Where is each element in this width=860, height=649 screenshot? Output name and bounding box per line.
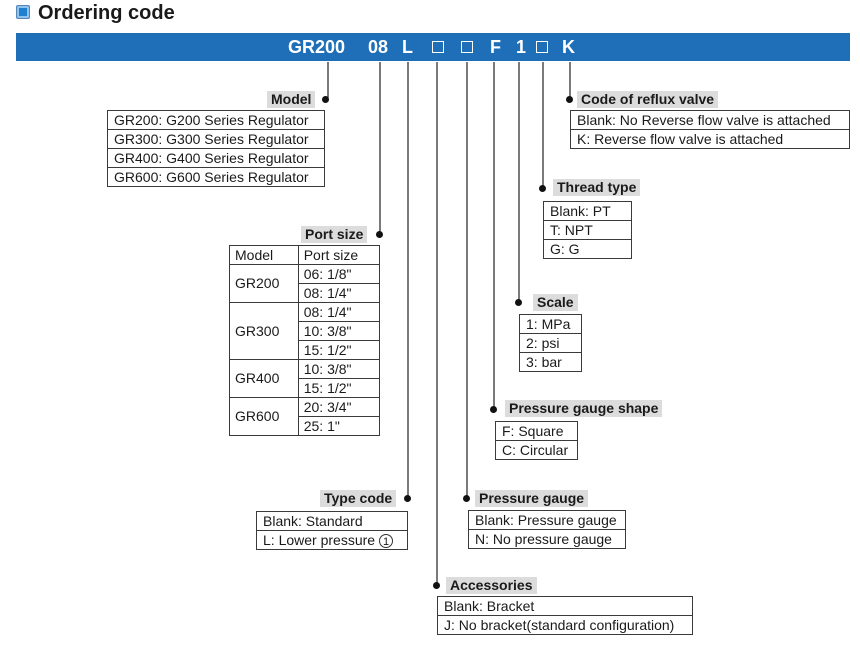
code-port: 08 xyxy=(368,37,389,57)
thread-row: T: NPT xyxy=(544,221,631,240)
title-icon xyxy=(16,5,30,19)
code-scale: 1 xyxy=(516,37,527,57)
thread-header: Thread type xyxy=(553,179,641,196)
gauge-header: Pressure gauge xyxy=(475,490,589,507)
code-model: GR200 xyxy=(288,37,346,57)
dot-shape xyxy=(490,406,497,413)
reflux-header: Code of reflux valve xyxy=(577,91,719,108)
port-value: 06: 1/8" xyxy=(297,264,381,284)
port-value: 08: 1/4" xyxy=(297,283,381,303)
port-table: Model Port size GR200 06: 1/8" 08: 1/4" … xyxy=(229,245,381,436)
port-value: 20: 3/4" xyxy=(297,397,381,417)
type-row: Blank: Standard xyxy=(257,512,407,531)
scale-row: 3: bar xyxy=(520,353,581,372)
reflux-table: Blank: No Reverse flow valve is attached… xyxy=(570,110,850,149)
page-title: Ordering code xyxy=(38,2,175,24)
shape-table: F: Square C: Circular xyxy=(495,421,578,460)
dot-reflux xyxy=(566,96,573,103)
accessories-row: Blank: Bracket xyxy=(438,597,692,616)
model-row: GR200: G200 Series Regulator xyxy=(108,111,324,130)
model-row: GR600: G600 Series Regulator xyxy=(108,168,324,187)
dot-scale xyxy=(515,299,522,306)
scale-header: Scale xyxy=(533,294,578,311)
port-value: 25: 1" xyxy=(297,416,381,436)
note-circle-icon: 1 xyxy=(379,534,394,548)
code-banner: GR200 08 L F 1 K xyxy=(16,33,850,61)
port-model: GR600 xyxy=(229,397,299,436)
port-value: 10: 3/8" xyxy=(297,321,381,341)
port-value: 08: 1/4" xyxy=(297,302,381,322)
model-row: GR400: G400 Series Regulator xyxy=(108,149,324,168)
shape-header: Pressure gauge shape xyxy=(505,400,663,417)
accessories-row: J: No bracket(standard configuration) xyxy=(438,616,692,635)
dot-port xyxy=(376,231,383,238)
reflux-row: K: Reverse flow valve is attached xyxy=(571,130,849,149)
port-model: GR300 xyxy=(229,302,299,360)
port-model: GR200 xyxy=(229,264,299,303)
dot-gauge xyxy=(463,495,470,502)
type-header: Type code xyxy=(320,490,397,507)
port-model: GR400 xyxy=(229,359,299,398)
scale-row: 2: psi xyxy=(520,334,581,353)
scale-table: 1: MPa 2: psi 3: bar xyxy=(519,314,582,372)
code-reflux: K xyxy=(562,37,575,57)
model-table: GR200: G200 Series Regulator GR300: G300… xyxy=(107,110,325,187)
thread-row: Blank: PT xyxy=(544,202,631,221)
placeholder-gauge xyxy=(461,41,473,53)
reflux-row: Blank: No Reverse flow valve is attached xyxy=(571,111,849,130)
placeholder-accessories xyxy=(432,41,444,53)
port-value: 15: 1/2" xyxy=(297,378,381,398)
code-type: L xyxy=(402,37,413,57)
accessories-header: Accessories xyxy=(446,577,537,594)
dot-accessories xyxy=(433,582,440,589)
model-header: Model xyxy=(267,91,316,108)
placeholder-thread xyxy=(536,41,548,53)
col-port: Port size xyxy=(297,245,381,265)
gauge-row: Blank: Pressure gauge xyxy=(469,511,625,530)
port-header: Port size xyxy=(301,226,368,243)
thread-table: Blank: PT T: NPT G: G xyxy=(543,201,632,259)
port-value: 15: 1/2" xyxy=(297,340,381,360)
port-value: 10: 3/8" xyxy=(297,359,381,379)
accessories-table: Blank: Bracket J: No bracket(standard co… xyxy=(437,596,693,635)
thread-row: G: G xyxy=(544,240,631,259)
gauge-table: Blank: Pressure gauge N: No pressure gau… xyxy=(468,510,626,549)
shape-row: C: Circular xyxy=(496,441,577,460)
dot-thread xyxy=(539,185,546,192)
col-model: Model xyxy=(229,245,299,265)
shape-row: F: Square xyxy=(496,422,577,441)
model-row: GR300: G300 Series Regulator xyxy=(108,130,324,149)
dot-type xyxy=(404,495,411,502)
scale-row: 1: MPa xyxy=(520,315,581,334)
gauge-row: N: No pressure gauge xyxy=(469,530,625,549)
code-shape: F xyxy=(490,37,501,57)
dot-model xyxy=(322,96,329,103)
